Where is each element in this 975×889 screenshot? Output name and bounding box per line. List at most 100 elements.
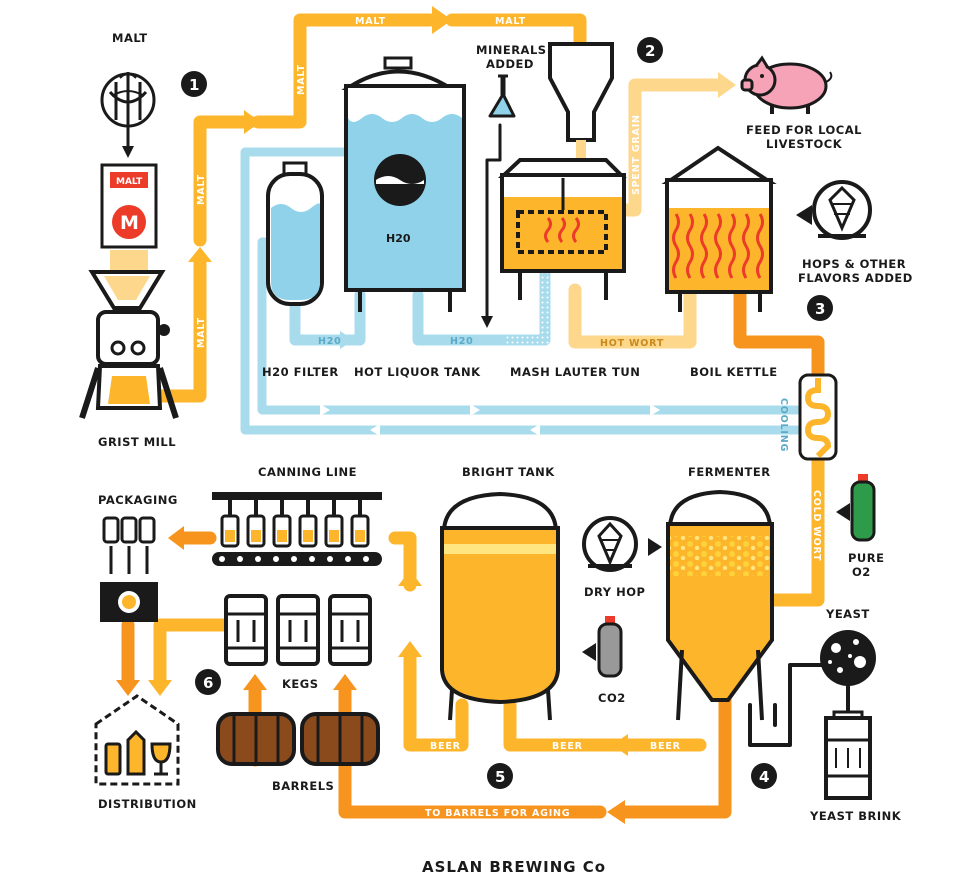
tank-h2o-label: H20 (386, 232, 411, 245)
pipe-label-cooling: COOLING (778, 398, 789, 452)
step-markers: 1 2 3 4 5 6 (181, 37, 833, 789)
pipe-label-malt-top2: MALT (495, 16, 526, 27)
arrow-barrel-2 (333, 674, 357, 690)
cold-wort-pipe (758, 453, 825, 607)
beer-pipe-3 (403, 648, 469, 752)
mash-lauter-tun (497, 158, 627, 300)
arrow-dist (116, 680, 140, 696)
arrow-hops (796, 205, 812, 225)
co2-tank (597, 616, 623, 678)
step-6: 6 (195, 669, 221, 695)
arrow-barrel-3 (243, 674, 267, 690)
grain-hopper (548, 42, 614, 158)
label-fermenter: FERMENTER (688, 465, 771, 479)
arrow-cool-4 (530, 424, 540, 436)
pipe-label-malt-v2: MALT (196, 174, 207, 205)
svg-text:1: 1 (189, 76, 199, 94)
label-pure-o2: PURE (848, 551, 884, 565)
distribution-icon (94, 694, 180, 786)
label-barrels: BARRELS (272, 779, 334, 793)
beer-pipe-2 (503, 698, 617, 752)
svg-text:3: 3 (815, 300, 825, 318)
label-hot-liquor-tank: HOT LIQUOR TANK (354, 365, 481, 379)
malt-bag: MALT M (100, 163, 158, 249)
pipe-label-hot-wort: HOT WORT (600, 338, 664, 349)
step-2: 2 (637, 37, 663, 63)
arrow-o2 (836, 503, 850, 521)
boil-kettle (661, 145, 777, 312)
svg-text:2: 2 (645, 42, 655, 60)
keg (224, 594, 268, 666)
h2o-pipe-hlt (412, 289, 526, 346)
minerals-pipe (485, 123, 502, 322)
water-return-pipe-outer (240, 147, 813, 435)
label-mash-lauter-tun: MASH LAUTER TUN (510, 365, 640, 379)
arrow-mill-down (122, 146, 134, 158)
label-pure-o2-2: O2 (852, 565, 871, 579)
barrel (216, 712, 296, 766)
pipe-label-malt-top1: MALT (355, 16, 386, 27)
arrow-cool-5 (370, 424, 380, 436)
pipe-label-beer-1: BEER (650, 741, 681, 752)
pipe-label-malt-v3: MALT (296, 64, 307, 95)
pipe-label-h2o-2: H20 (450, 336, 474, 347)
bright-tank (440, 491, 560, 721)
label-kegs: KEGS (282, 677, 319, 691)
keg (276, 594, 320, 666)
yeast-icon (820, 630, 876, 686)
label-feed-livestock: FEED FOR LOCAL (746, 123, 862, 137)
pipe-label-beer-3: BEER (430, 741, 461, 752)
pipe-label-spent-grain: SPENT GRAIN (631, 114, 642, 195)
keg (328, 594, 372, 666)
arrow-co2 (582, 643, 596, 661)
pipe-label-h2o-1: H20 (318, 336, 342, 347)
step-3: 3 (807, 295, 833, 321)
pipe-label-beer-2: BEER (552, 741, 583, 752)
arrow-beer-3 (398, 570, 422, 586)
label-co2: CO2 (598, 691, 626, 705)
arrow-spent (718, 72, 736, 98)
label-malt: MALT (112, 31, 148, 45)
step-4: 4 (751, 763, 777, 789)
pipe-label-cold-wort: COLD WORT (811, 490, 822, 561)
malt-pipe (153, 13, 587, 403)
arrow-malt-3 (432, 6, 452, 34)
heat-exchanger (798, 373, 838, 461)
label-minerals-2: ADDED (486, 57, 534, 71)
arrow-cool-2 (470, 404, 480, 416)
arrow-cool-1 (320, 404, 330, 416)
mash-drain-dots (504, 264, 551, 346)
packaging-icon (100, 516, 158, 622)
malt-icon (100, 72, 156, 146)
svg-text:4: 4 (759, 768, 769, 786)
beer-pipe-to-canning (388, 531, 417, 592)
pipe-label-malt-v1: MALT (196, 317, 207, 348)
arrow-dryhop (648, 538, 662, 556)
kegs (224, 594, 372, 666)
bag-text: MALT (116, 177, 143, 187)
label-hops-flavors-2: FLAVORS ADDED (798, 271, 913, 285)
yeast-brink-pipe (773, 683, 850, 727)
hot-wort-pipe (568, 283, 697, 349)
label-feed-livestock-2: LIVESTOCK (766, 137, 843, 151)
svg-text:5: 5 (495, 768, 505, 786)
step-1: 1 (181, 71, 207, 97)
spent-grain-pipe (613, 78, 727, 217)
fermenter (666, 489, 774, 721)
h2o-pipe-filter (289, 289, 366, 346)
label-dry-hop: DRY HOP (584, 585, 645, 599)
barrel (300, 712, 380, 766)
water-return-pipe-inner (257, 237, 805, 415)
brand-logo-text: ASLAN BREWING Co (422, 858, 606, 876)
h2o-filter (266, 161, 324, 306)
boil-out-pipe (733, 285, 825, 382)
arrow-minerals (481, 316, 493, 328)
grist-mill (79, 270, 179, 419)
label-yeast-brink: YEAST BRINK (809, 809, 902, 823)
minerals-flask-icon (488, 74, 516, 118)
barrels (216, 712, 380, 766)
bag-logo: M (120, 212, 139, 234)
dry-hop-icon (582, 516, 638, 572)
